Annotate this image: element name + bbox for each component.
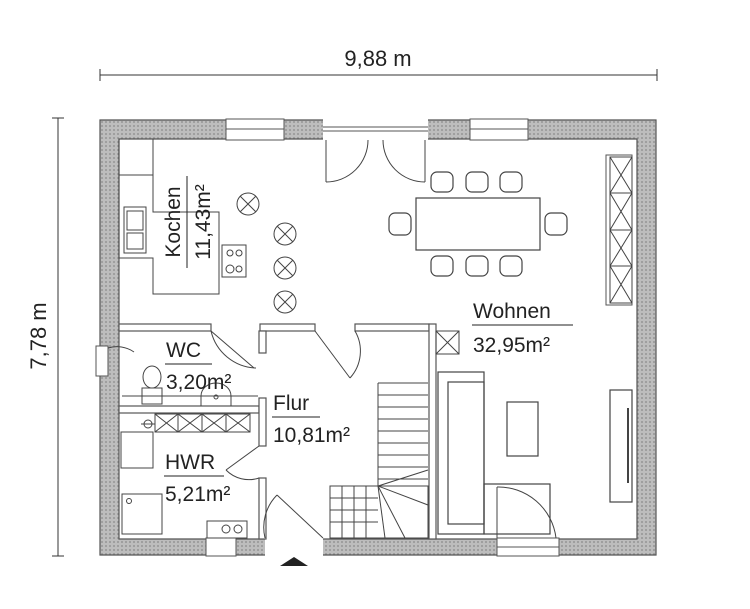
room-label-kochen: Kochen 11,43m² bbox=[162, 176, 215, 268]
flur-area: 10,81m² bbox=[273, 424, 350, 447]
coffee-table bbox=[506, 401, 539, 457]
width-dimension-label: 9,88 m bbox=[344, 46, 411, 71]
wohnen-name: Wohnen bbox=[473, 300, 551, 323]
flur-name: Flur bbox=[273, 392, 309, 415]
shaft-icon bbox=[435, 330, 460, 355]
bar-stools bbox=[236, 192, 297, 314]
hwr-cabinet bbox=[154, 413, 251, 433]
hwr-area: 5,21m² bbox=[165, 483, 230, 506]
kochen-area: 11,43m² bbox=[192, 184, 215, 259]
wc-area: 3,20m² bbox=[166, 371, 231, 394]
tv-cabinet bbox=[609, 389, 633, 503]
wall-cabinet bbox=[609, 156, 633, 304]
hwr-appliance bbox=[121, 493, 163, 535]
sink-icon bbox=[123, 206, 147, 254]
wall-openings bbox=[95, 118, 633, 557]
height-dimension bbox=[52, 117, 64, 557]
kochen-name: Kochen bbox=[162, 186, 185, 257]
hwr-name: HWR bbox=[165, 451, 215, 474]
entrance-marker bbox=[280, 557, 308, 566]
stove-icon bbox=[221, 244, 247, 278]
width-dimension bbox=[99, 69, 658, 81]
wc-basin-icon bbox=[200, 382, 232, 406]
interior-walls bbox=[118, 323, 437, 540]
toilet-icon bbox=[141, 365, 163, 405]
height-dimension-label: 7,78 m bbox=[26, 302, 51, 369]
staircase bbox=[329, 382, 429, 539]
dining-table bbox=[388, 171, 568, 277]
washing-machine bbox=[120, 431, 154, 469]
wc-name: WC bbox=[166, 339, 201, 362]
sofa bbox=[437, 371, 551, 535]
valve-icon bbox=[141, 419, 155, 429]
wohnen-area: 32,95m² bbox=[473, 334, 550, 357]
kitchen-counter bbox=[118, 139, 220, 295]
hwr-sink-icon bbox=[206, 520, 248, 539]
doors bbox=[107, 139, 557, 539]
